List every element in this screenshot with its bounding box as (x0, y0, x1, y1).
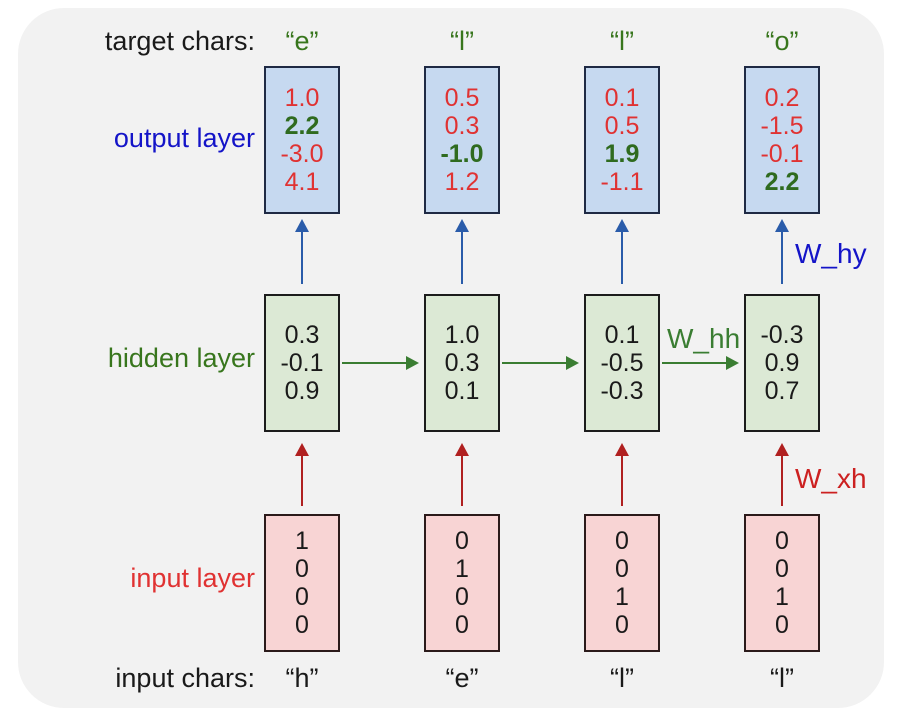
arrow-hidden-to-output-0 (295, 219, 309, 284)
output-cell-2-1: 0.5 (604, 111, 640, 140)
output-cell-0-3: 4.1 (284, 168, 320, 197)
input-cell-3-3: 0 (775, 611, 789, 640)
hidden-cell-1-0: 1.0 (444, 320, 480, 349)
arrow-hidden-to-output-3 (775, 219, 789, 284)
output-cell-3-1: -1.5 (760, 111, 804, 140)
hidden-cell-0-1: -0.1 (280, 348, 324, 377)
input-char-2: “l” (610, 663, 634, 693)
row-label-target-chars: target chars: (104, 26, 255, 56)
hidden-vector-2: 0.1-0.5-0.3 (584, 294, 660, 432)
target-char-2: “l” (610, 26, 634, 56)
input-cell-2-3: 0 (615, 611, 629, 640)
hidden-cell-3-0: -0.3 (760, 320, 804, 349)
output-cell-3-0: 0.2 (764, 83, 800, 112)
input-cell-2-0: 0 (615, 526, 629, 555)
input-cell-3-2: 1 (775, 583, 789, 611)
input-cell-2-2: 1 (615, 583, 629, 611)
hidden-cell-0-0: 0.3 (284, 320, 320, 349)
arrow-hidden-to-output-2 (615, 219, 629, 284)
input-char-1: “e” (445, 663, 479, 693)
arrow-input-to-hidden-0 (295, 443, 309, 506)
arrow-hidden-to-output-1 (455, 219, 469, 284)
input-cell-2-1: 0 (615, 554, 629, 583)
arrow-recurrent-2 (662, 356, 739, 370)
output-cell-3-3: 2.2 (764, 168, 800, 197)
input-cell-1-2: 0 (455, 583, 469, 611)
output-cell-0-0: 1.0 (284, 83, 320, 112)
input-cell-0-2: 0 (295, 583, 309, 611)
row-label-output-layer: output layer (113, 123, 255, 153)
weight-label-w-hy: W_hy (795, 238, 867, 269)
input-cell-3-1: 0 (775, 554, 789, 583)
input-cell-0-3: 0 (295, 611, 309, 640)
row-label-input-chars: input chars: (115, 663, 255, 693)
input-cell-0-0: 1 (295, 526, 309, 555)
output-cell-0-2: -3.0 (280, 140, 324, 168)
hidden-cell-1-2: 0.1 (444, 377, 480, 406)
output-cell-0-1: 2.2 (284, 111, 320, 140)
hidden-cell-2-1: -0.5 (600, 348, 644, 377)
arrow-recurrent-0 (342, 356, 419, 370)
output-cell-1-3: 1.2 (444, 168, 480, 197)
hidden-cell-2-2: -0.3 (600, 377, 644, 406)
hidden-cell-0-2: 0.9 (284, 377, 320, 406)
input-cell-0-1: 0 (295, 554, 309, 583)
arrow-input-to-hidden-1 (455, 443, 469, 506)
input-char-0: “h” (285, 663, 319, 693)
input-cell-1-0: 0 (455, 526, 469, 555)
weight-label-w-hh: W_hh (667, 323, 741, 354)
output-cell-1-2: -1.0 (440, 140, 484, 168)
row-label-input-layer: input layer (130, 563, 255, 593)
target-char-3: “o” (765, 26, 799, 56)
input-cell-3-0: 0 (775, 526, 789, 555)
row-label-hidden-layer: hidden layer (107, 343, 255, 373)
arrow-input-to-hidden-2 (615, 443, 629, 506)
hidden-cell-3-1: 0.9 (764, 348, 800, 377)
output-cell-2-0: 0.1 (604, 83, 640, 112)
target-char-1: “l” (450, 26, 474, 56)
hidden-cell-2-0: 0.1 (604, 320, 640, 349)
output-cell-2-2: 1.9 (604, 140, 640, 168)
input-cell-1-1: 1 (455, 554, 469, 583)
output-cell-1-1: 0.3 (444, 111, 480, 140)
weight-label-w-xh: W_xh (795, 463, 867, 494)
hidden-cell-1-1: 0.3 (444, 348, 480, 377)
arrow-input-to-hidden-3 (775, 443, 789, 506)
hidden-cell-3-2: 0.7 (764, 377, 800, 406)
output-cell-3-2: -0.1 (760, 140, 804, 168)
input-char-3: “l” (770, 663, 794, 693)
input-cell-1-3: 0 (455, 611, 469, 640)
output-cell-2-3: -1.1 (600, 168, 644, 197)
target-char-0: “e” (285, 26, 319, 56)
arrow-recurrent-1 (502, 356, 579, 370)
output-cell-1-0: 0.5 (444, 83, 480, 112)
